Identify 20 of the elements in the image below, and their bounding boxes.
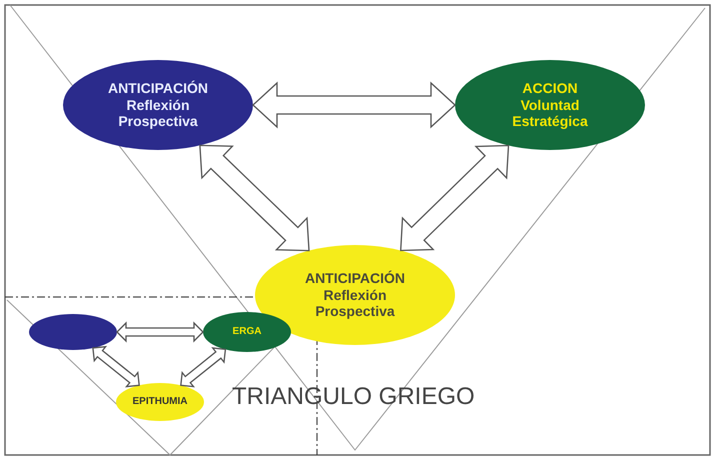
node-text: EPITHUMIA: [132, 396, 188, 408]
node-text: Voluntad: [520, 96, 580, 114]
double-arrow: [400, 144, 510, 252]
ellipse-node: [29, 314, 117, 350]
node-text: Reflexión: [126, 96, 190, 114]
node-text: ANTICIPACIÓN: [304, 270, 406, 287]
diagram-label: TRIANGULO GRIEGO: [232, 383, 475, 411]
node-text: Reflexión: [323, 286, 386, 304]
double-arrow: [252, 82, 456, 128]
double-arrow: [116, 321, 204, 343]
node-text: Prospectiva: [118, 113, 198, 130]
node-text: Estratégica: [512, 113, 588, 130]
double-arrow: [180, 347, 226, 388]
ellipse-node: [116, 383, 204, 421]
node-text: Prospectiva: [315, 303, 395, 320]
node-text: ANTICIPACIÓN: [108, 80, 208, 97]
node-text: ERGA: [232, 326, 262, 338]
node-text: ACCION: [522, 80, 578, 97]
double-arrow: [92, 346, 140, 388]
double-arrow: [199, 144, 310, 252]
